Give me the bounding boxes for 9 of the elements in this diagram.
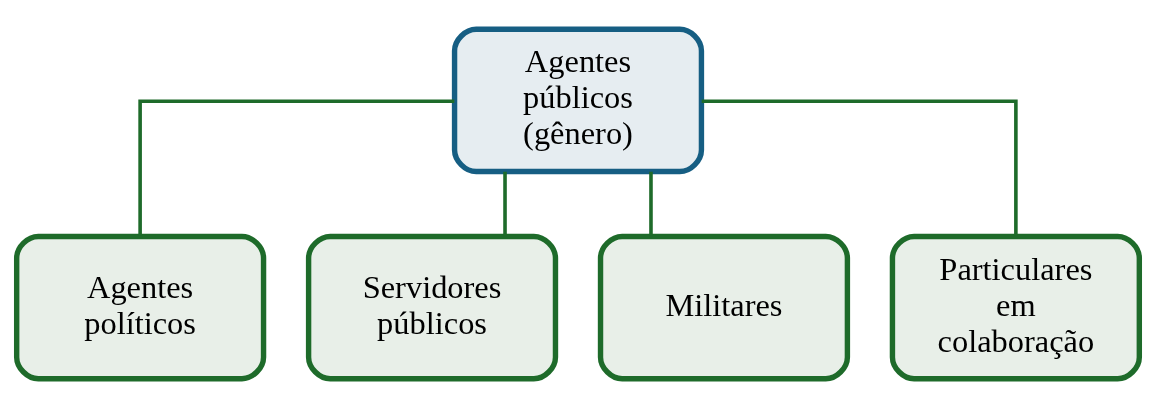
- node-box: Agentes públicos (gênero): [451, 26, 705, 174]
- node-box: Particulares em colaboração: [889, 233, 1143, 381]
- node-box: Agentes políticos: [13, 233, 267, 381]
- connector: [649, 171, 653, 236]
- node-box: Servidores públicos: [305, 233, 559, 381]
- connector: [138, 99, 455, 236]
- node-box: Militares: [597, 233, 851, 381]
- connector: [503, 171, 507, 236]
- connector: [701, 99, 1018, 236]
